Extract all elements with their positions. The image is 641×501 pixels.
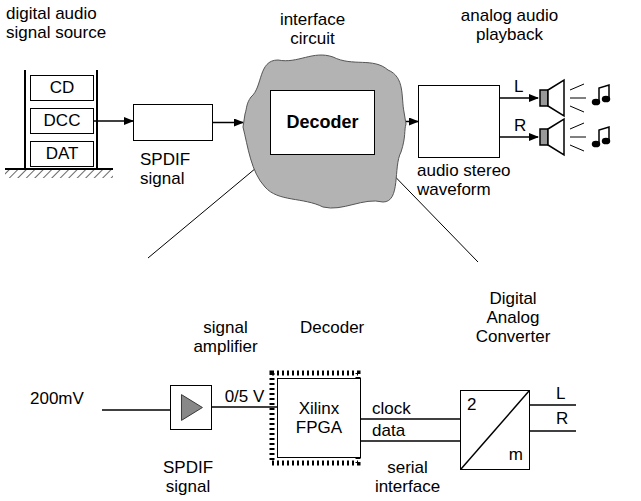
node-text: Xilinx FPGA — [278, 399, 360, 437]
wire-label: 0/5 V — [224, 387, 266, 406]
wire-label: clock — [371, 399, 412, 418]
signal-level: 200mV — [30, 389, 100, 408]
cloud-shape — [243, 55, 406, 208]
signal-name: SPDIF signal — [148, 458, 228, 496]
node-heading: audio stereo waveform — [417, 161, 529, 199]
node-heading: interface circuit — [265, 10, 360, 48]
channel-label: R — [514, 116, 534, 135]
fpga-chip: Xilinx FPGA — [277, 378, 361, 458]
device-box: CD — [30, 75, 94, 101]
amplifier-box: signal amplifier — [170, 385, 212, 430]
node-text: Decoder — [286, 112, 358, 132]
waveform-box: audio stereo waveform — [418, 85, 500, 158]
device-stack-frame — [5, 70, 113, 169]
port-label: 2 — [467, 395, 476, 414]
playback-label: analog audio playback — [452, 6, 567, 44]
node-text: DCC — [44, 111, 81, 130]
signal-connector — [94, 120, 133, 122]
wire-label: data — [371, 421, 406, 440]
text-holder: DAT — [31, 142, 93, 166]
decoder-box: Decoder — [270, 90, 375, 155]
channel-label: L — [514, 77, 534, 96]
source-label: digital audio signal source — [6, 4, 131, 42]
node-heading: signal amplifier — [183, 318, 268, 356]
interface-cloud: interface circuitDecoder — [243, 52, 406, 210]
text-holder: DCC — [31, 109, 93, 133]
ground-hatch — [5, 170, 113, 178]
signal-connector — [406, 121, 418, 123]
port-label: m — [509, 445, 523, 464]
channel-label: L — [556, 384, 576, 403]
interface-name: serial interface — [360, 458, 455, 496]
converter-diagonal — [461, 391, 529, 469]
signal-connector — [213, 122, 243, 124]
node-text: CD — [50, 78, 75, 97]
speaker-feed — [500, 98, 538, 137]
signal-box: SPDIF signal — [133, 104, 213, 141]
signal-connector — [361, 418, 460, 420]
device-box: DCC — [30, 108, 94, 134]
signal-connector — [212, 406, 277, 408]
text-holder: Xilinx FPGA — [278, 379, 360, 457]
channel-label: R — [556, 409, 576, 428]
text-holder: CD — [31, 76, 93, 100]
sound-waves — [570, 84, 586, 151]
node-heading: Digital Analog Converter — [463, 289, 563, 346]
text-holder: Decoder — [271, 91, 374, 154]
loudspeaker — [540, 80, 564, 155]
device-box: DAT — [30, 141, 94, 167]
amplifier-triangle — [181, 395, 202, 421]
node-text: DAT — [46, 144, 79, 163]
music-note — [593, 85, 610, 147]
signal-connector — [361, 440, 460, 442]
node-heading: SPDIF signal — [140, 150, 212, 188]
section-title: Decoder — [300, 318, 380, 337]
amplifier-symbol — [171, 386, 211, 429]
dac-box: Digital Analog Converter2m — [460, 390, 530, 470]
